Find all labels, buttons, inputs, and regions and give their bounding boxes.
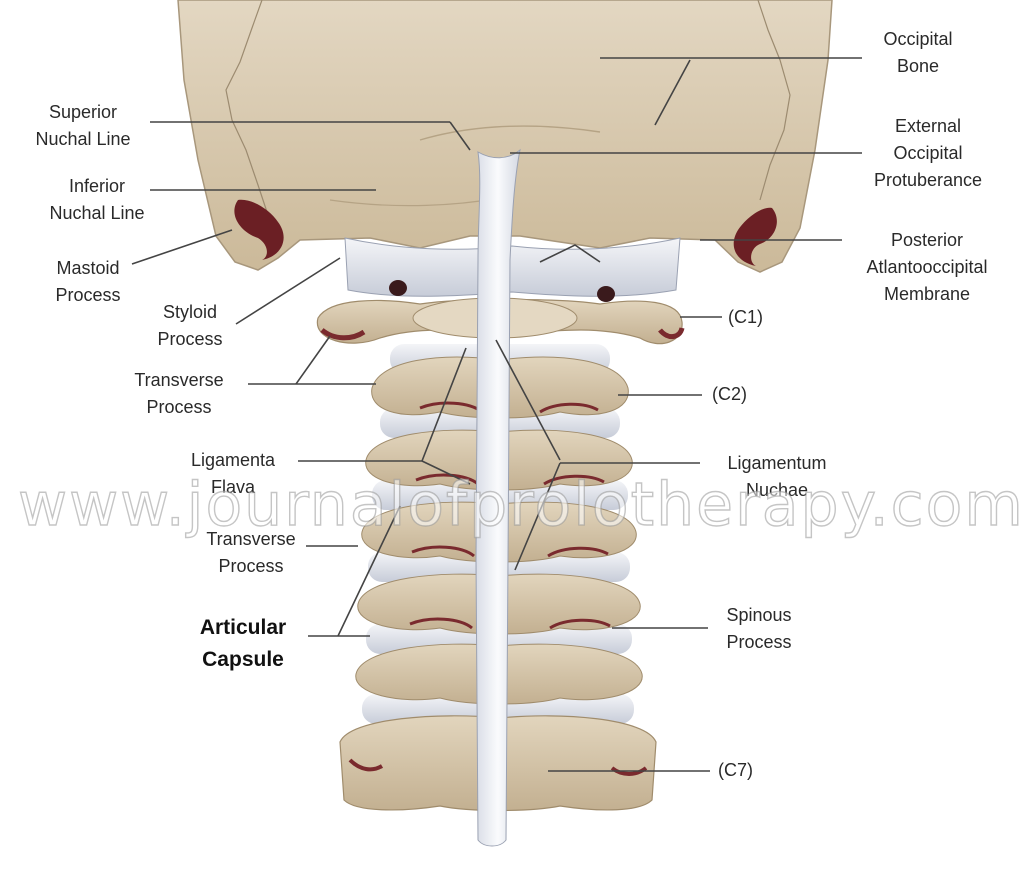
label-styloid-process: Styloid Process: [157, 302, 223, 349]
label-c2: (C2): [712, 384, 747, 404]
occipital-bone-shape: [177, 0, 833, 273]
label-mastoid-process: Mastoid Process: [55, 258, 121, 305]
label-spinous-process: Spinous Process: [726, 605, 792, 652]
label-occipital-bone: Occipital Bone: [883, 29, 953, 76]
label-c1: (C1): [728, 307, 763, 327]
mastoid-cavity-left: [234, 199, 284, 260]
mastoid-cavity-right: [733, 207, 777, 266]
label-transverse-process-upper: Transverse Process: [134, 370, 224, 417]
label-articular-capsule: Articular Capsule: [199, 616, 287, 671]
label-posterior-atlantooccipital-membrane: Posterior Atlantooccipital Membrane: [866, 230, 988, 304]
label-superior-nuchal-line: Superior Nuchal Line: [35, 102, 131, 149]
leader-lines: [131, 57, 862, 772]
label-ligamenta-flava: Ligamenta Flava: [190, 450, 276, 497]
label-inferior-nuchal-line: Inferior Nuchal Line: [49, 176, 145, 223]
atlantooccipital-membrane-shape: [344, 237, 681, 302]
label-external-occipital-protuberance: External Occipital Protuberance: [873, 116, 983, 190]
label-ligamentum-nuchae: Ligamentum Nuchae: [727, 453, 827, 500]
label-transverse-process-lower: Transverse Process: [206, 529, 296, 576]
label-c7: (C7): [718, 760, 753, 780]
